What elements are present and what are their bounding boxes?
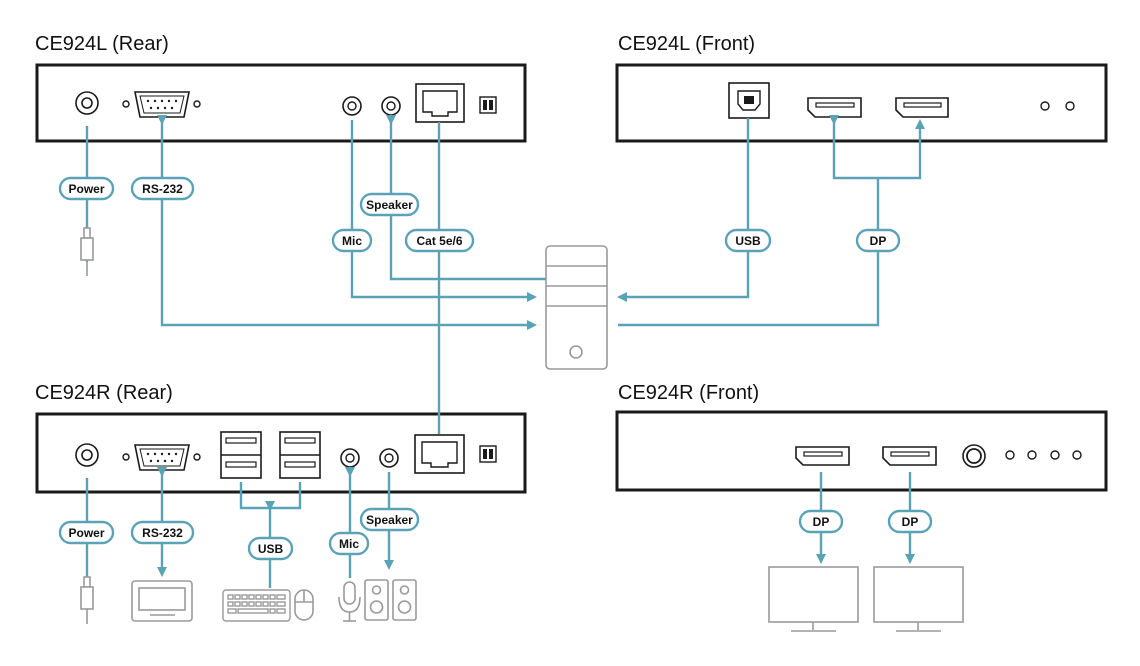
- computer-tower-icon: [545, 245, 608, 370]
- label-text: Speaker: [366, 513, 413, 527]
- label-usb-right: USB: [247, 536, 294, 561]
- usb-b-port-icon: [728, 82, 770, 119]
- label-power-right: Power: [58, 520, 115, 545]
- label-text: DP: [870, 234, 887, 248]
- title-left-rear: CE924L (Rear): [35, 33, 169, 55]
- microphone-icon: [338, 581, 361, 622]
- label-rs232-right: RS-232: [130, 520, 195, 545]
- rs232-port-icon: [122, 91, 201, 118]
- dp-line-left: [618, 178, 880, 327]
- title-left-front: CE924L (Front): [618, 33, 755, 55]
- label-text: DP: [902, 515, 919, 529]
- power-jack-icon: [75, 443, 99, 467]
- monitor-icon: [768, 566, 859, 632]
- label-mic-left: Mic: [331, 228, 373, 253]
- power-jack-icon: [75, 91, 99, 115]
- label-text: RS-232: [142, 182, 183, 196]
- dip-switch-icon: [479, 445, 497, 463]
- audio-jack-icon: [340, 448, 360, 468]
- label-rs232-left: RS-232: [130, 176, 195, 201]
- label-dp-left: DP: [855, 228, 901, 253]
- label-text: RS-232: [142, 526, 183, 540]
- mouse-icon: [294, 589, 314, 621]
- displayport-icon: [895, 97, 949, 118]
- led-indicator-icon: [1040, 101, 1075, 111]
- label-mic-right: Mic: [328, 531, 370, 556]
- speaker-line-left: [386, 115, 546, 281]
- label-power-left: Power: [58, 176, 115, 201]
- label-text: Power: [68, 182, 104, 196]
- push-button-icon: [962, 444, 986, 468]
- keyboard-icon: [222, 589, 291, 622]
- monitor-icon: [873, 566, 964, 632]
- connection-lines: [85, 115, 925, 588]
- audio-jack-icon: [379, 448, 399, 468]
- label-text: Power: [68, 526, 104, 540]
- dip-switch-icon: [479, 96, 497, 114]
- serial-terminal-icon: [131, 580, 193, 622]
- label-text: Mic: [339, 537, 359, 551]
- label-text: DP: [813, 515, 830, 529]
- label-dp-right-2: DP: [887, 509, 933, 534]
- label-speaker-left: Speaker: [359, 192, 420, 217]
- rs232-line-left: [157, 115, 537, 330]
- rs232-port-icon: [122, 444, 201, 471]
- label-text: USB: [258, 542, 284, 556]
- rj45-port-icon: [414, 434, 465, 474]
- usb-a-port-icon: [279, 431, 321, 479]
- power-adapter-icon: [80, 576, 94, 624]
- led-indicator-icon: [1005, 450, 1082, 460]
- label-dp-right-1: DP: [798, 509, 844, 534]
- title-right-rear: CE924R (Rear): [35, 382, 173, 404]
- audio-jack-icon: [342, 96, 362, 116]
- label-text: Speaker: [366, 198, 413, 212]
- displayport-icon: [795, 446, 850, 466]
- label-text: Cat 5e/6: [416, 234, 462, 248]
- label-cat: Cat 5e/6: [404, 228, 475, 253]
- label-text: USB: [735, 234, 761, 248]
- label-speaker-right: Speaker: [359, 507, 420, 532]
- panel-right-front: [615, 410, 1108, 492]
- title-right-front: CE924R (Front): [618, 382, 759, 404]
- usb-line-left: [617, 118, 750, 302]
- label-text: Mic: [342, 234, 362, 248]
- rj45-port-icon: [415, 83, 465, 123]
- power-adapter-icon: [80, 227, 94, 276]
- displayport-icon: [882, 446, 937, 466]
- audio-jack-icon: [381, 96, 401, 116]
- displayport-icon: [807, 97, 862, 118]
- usb-a-port-icon: [220, 431, 262, 479]
- mic-line-left: [350, 120, 537, 302]
- label-usb-left: USB: [724, 228, 772, 253]
- speakers-icon: [364, 579, 417, 621]
